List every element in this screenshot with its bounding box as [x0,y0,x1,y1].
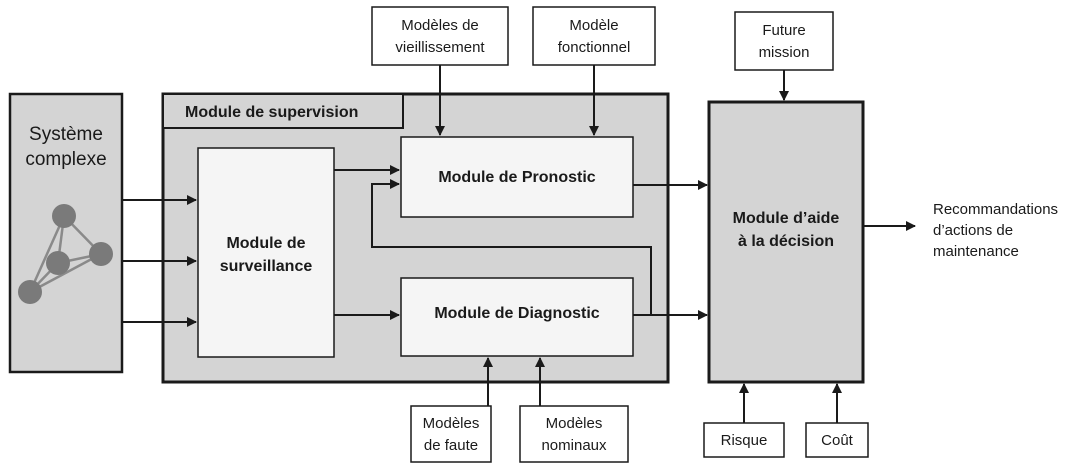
surveillance-module: Module de surveillance [197,147,335,358]
output-line3: maintenance [933,243,1019,260]
pronostic-label: Module de Pronostic [438,169,595,186]
decision-label-line2: à la décision [738,233,834,250]
cost-box: Coût [805,422,869,458]
output-line2: d’actions de [933,222,1013,239]
diagnostic-module: Module de Diagnostic [400,277,634,357]
aging-models-line2: vieillissement [395,39,485,56]
cost-label: Coût [821,432,854,449]
future-mission-line2: mission [759,44,810,61]
complex-system-label-line1: Système [29,124,103,145]
aging-models-box: Modèles de vieillissement [371,6,509,66]
fault-models-line2: de faute [424,437,478,454]
complex-system-label-line2: complexe [25,149,106,170]
fault-models-line1: Modèles [423,415,480,432]
decision-label-line1: Module d’aide [733,210,840,227]
surveillance-label-line1: Module de [226,235,305,252]
functional-model-line2: fonctionnel [558,39,631,56]
future-mission-box: Future mission [734,11,834,71]
diagnostic-label: Module de Diagnostic [434,305,599,322]
risk-box: Risque [703,422,785,458]
nominal-models-line1: Modèles [546,415,603,432]
supervision-title: Module de supervision [185,104,358,121]
arrow-diagnostic-feedback-to-pronostic [371,179,652,316]
nominal-models-box: Modèles nominaux [519,405,629,463]
supervision-title-tab [162,93,404,129]
functional-model-line1: Modèle [569,17,618,34]
pronostic-module: Module de Pronostic [400,136,634,218]
decision-module: Module d’aide à la décision [707,100,865,384]
future-mission-line1: Future [762,22,805,39]
surveillance-label-line2: surveillance [220,258,313,275]
output-recommendations: Recommandations d’actions de maintenance [933,201,1058,260]
output-line1: Recommandations [933,201,1058,218]
fault-models-box: Modèles de faute [410,405,492,463]
risk-label: Risque [721,432,768,449]
aging-models-line1: Modèles de [401,17,479,34]
connector-arrows [122,65,916,423]
functional-model-box: Modèle fonctionnel [532,6,656,66]
complex-system-block: Système complexe [8,92,124,374]
nominal-models-line2: nominaux [541,437,607,454]
system-graph-icon [18,204,113,304]
